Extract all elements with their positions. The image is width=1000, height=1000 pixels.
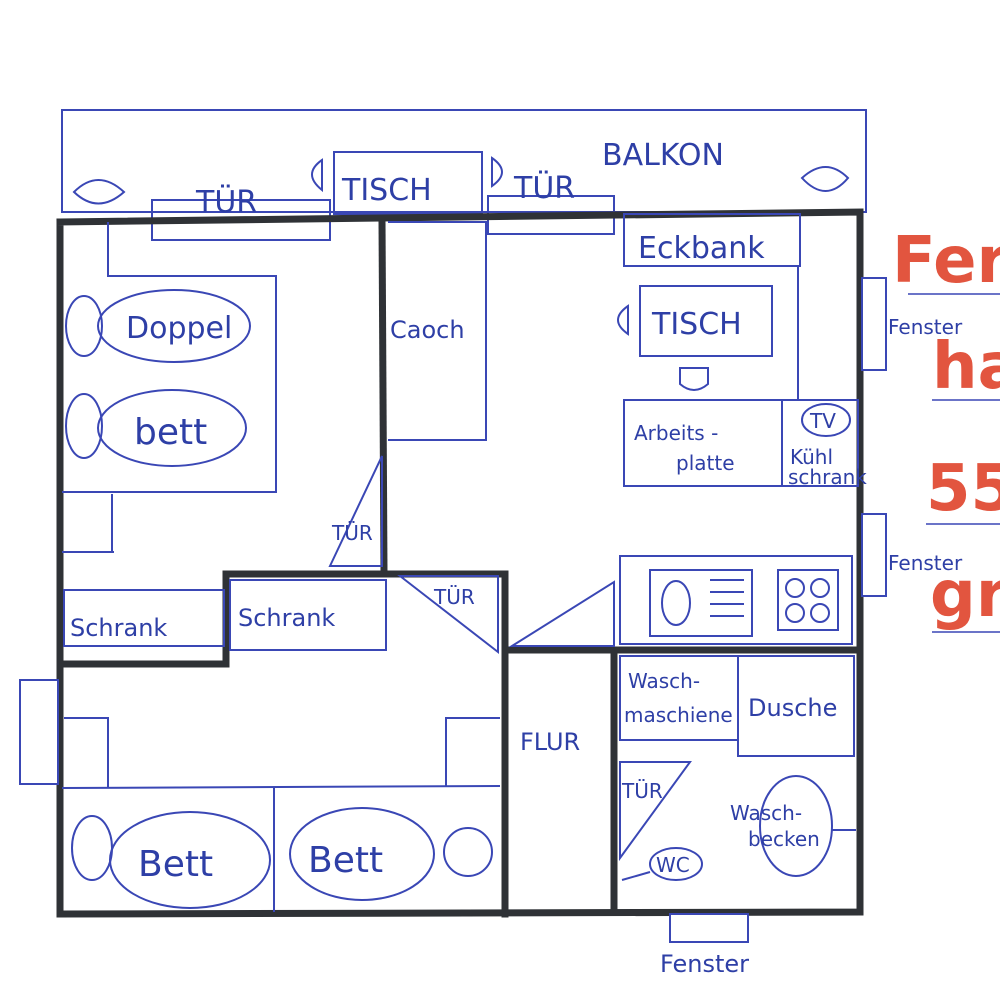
oven-door-icon xyxy=(661,580,691,626)
shower xyxy=(737,655,855,757)
burner-2-icon xyxy=(810,578,830,598)
washbasin-label-2: becken xyxy=(748,827,820,851)
shower-label: Dusche xyxy=(748,694,837,722)
bed-left-label: Bett xyxy=(138,844,213,885)
wc-label: WC xyxy=(656,853,690,877)
couch-label: Caoch xyxy=(390,316,465,344)
burner-4-icon xyxy=(810,603,830,623)
bed-right-oval xyxy=(289,807,435,901)
bathroom-door xyxy=(619,761,692,862)
corner-bench-label: Eckbank xyxy=(638,231,765,266)
bed-left-oval xyxy=(109,811,271,909)
nightstand-left xyxy=(64,717,109,788)
double-bed-label-2: bett xyxy=(134,412,207,453)
window-bottom-label: Fenster xyxy=(660,950,749,978)
window-bottom xyxy=(669,913,749,943)
dining-chair-left xyxy=(617,304,629,336)
bedroom-door-label: TÜR xyxy=(331,521,373,545)
balcony-table-chair-left xyxy=(311,158,323,193)
nightstand-right xyxy=(445,717,500,786)
pillow-bed-left xyxy=(71,815,113,881)
wardrobe-left xyxy=(63,589,225,647)
window-right-top xyxy=(861,277,887,371)
inner-door xyxy=(397,575,499,655)
pillow-bed-right xyxy=(443,827,493,877)
hallway-door xyxy=(508,580,615,647)
window-left xyxy=(19,679,59,785)
dining-chair-bottom xyxy=(679,367,709,391)
side-title-line1: Feri xyxy=(892,224,1000,298)
tv-icon xyxy=(801,403,851,437)
side-title-line4: gr xyxy=(930,558,1000,632)
washbasin xyxy=(759,775,833,877)
side-title-line3: 55 xyxy=(926,452,1000,526)
couch xyxy=(388,221,487,441)
balcony-chair-left xyxy=(72,179,126,205)
balcony-door-left-label: TÜR xyxy=(195,184,257,220)
corner-bench xyxy=(623,213,801,267)
oven xyxy=(649,569,753,637)
dining-table-label: TISCH xyxy=(651,307,742,342)
burner-3-icon xyxy=(785,603,805,623)
bed-right-label: Bett xyxy=(308,840,383,881)
double-bed-oval-bottom xyxy=(97,389,247,467)
balcony-door-right-label: TÜR xyxy=(513,170,575,206)
worktop-label-1: Arbeits - xyxy=(634,421,718,445)
balcony-table-chair-right xyxy=(491,156,503,188)
burner-1-icon xyxy=(785,578,805,598)
pillow-top xyxy=(65,295,103,357)
hallway-label: FLUR xyxy=(520,728,580,756)
wardrobe-right xyxy=(229,579,387,651)
balcony-chair-right xyxy=(800,166,850,192)
wardrobe-right-label: Schrank xyxy=(238,604,335,632)
balcony-label: BALKON xyxy=(602,138,724,173)
window-right-bottom xyxy=(861,513,887,597)
balcony-table xyxy=(333,151,483,215)
fridge-label-1: Kühl xyxy=(790,445,833,469)
tv-label: TV xyxy=(809,409,836,433)
bathroom-door-label: TÜR xyxy=(621,779,663,803)
wall-wardrobe-top xyxy=(222,570,509,918)
cooktop xyxy=(777,569,839,631)
worktop xyxy=(623,399,859,487)
washing-machine-label-1: Wasch- xyxy=(628,669,700,693)
window-right-top-label: Fenster xyxy=(888,315,963,339)
worktop-label-2: platte xyxy=(676,451,735,475)
fridge-label-2: schrank xyxy=(788,465,867,489)
wc-tank-line xyxy=(621,871,651,881)
side-title-line2: ha xyxy=(932,330,1000,404)
wardrobe-left-label: Schrank xyxy=(70,614,167,642)
window-right-bottom-label: Fenster xyxy=(888,551,963,575)
double-bed-frame xyxy=(62,222,277,493)
dining-table xyxy=(639,285,773,357)
bedroom-door xyxy=(328,455,383,567)
washbasin-label-1: Wasch- xyxy=(730,801,802,825)
inner-door-label: TÜR xyxy=(433,585,475,609)
balcony-table-label: TISCH xyxy=(341,173,432,208)
double-bed-label-1: Doppel xyxy=(126,311,232,346)
kitchen-appliances xyxy=(619,555,853,645)
wc-icon xyxy=(649,847,703,881)
balcony-outline xyxy=(61,109,867,213)
exterior-wall xyxy=(56,208,864,918)
double-bed-oval-top xyxy=(97,289,251,363)
pillow-bottom xyxy=(65,393,103,459)
wall-bedroom-living xyxy=(378,216,388,576)
lower-bedroom-divider xyxy=(61,785,501,789)
washing-machine-label-2: maschiene xyxy=(624,703,733,727)
